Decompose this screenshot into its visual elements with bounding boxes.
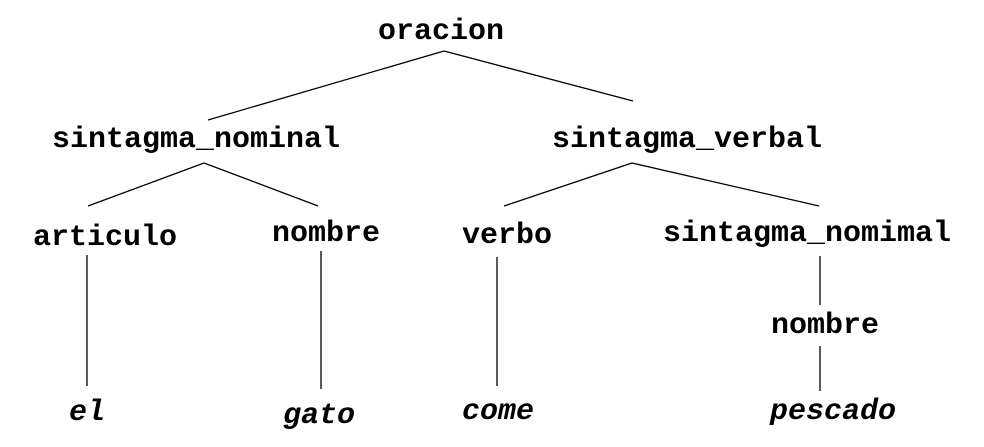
node-sintagma-nominal: sintagma_nominal — [52, 123, 340, 157]
tree-leaves: el gato come pescado — [69, 395, 896, 433]
edge-oracion-sintagma-verbal — [443, 50, 634, 102]
node-verbo: verbo — [462, 219, 552, 253]
leaf-come: come — [462, 395, 534, 429]
node-sintagma-verbal: sintagma_verbal — [552, 123, 822, 157]
node-nombre: nombre — [272, 217, 380, 251]
edge-sintagma-verbal-sintagma-nomimal — [631, 162, 820, 207]
node-oracion: oracion — [378, 15, 504, 49]
tree-nodes: oracion sintagma_nominal sintagma_verbal… — [33, 15, 951, 343]
leaf-gato: gato — [283, 399, 355, 433]
edge-sintagma-nominal-nombre — [203, 162, 319, 207]
node-sintagma-nomimal: sintagma_nomimal — [663, 217, 951, 251]
edge-sintagma-nominal-articulo — [87, 162, 205, 207]
leaf-pescado: pescado — [769, 395, 896, 429]
edge-oracion-sintagma-nominal — [207, 50, 445, 121]
leaf-el: el — [69, 396, 105, 430]
tree-edges — [86, 50, 821, 391]
node-nombre-2: nombre — [771, 309, 879, 343]
node-articulo: articulo — [33, 221, 177, 255]
edge-sintagma-verbal-verbo — [503, 162, 633, 207]
